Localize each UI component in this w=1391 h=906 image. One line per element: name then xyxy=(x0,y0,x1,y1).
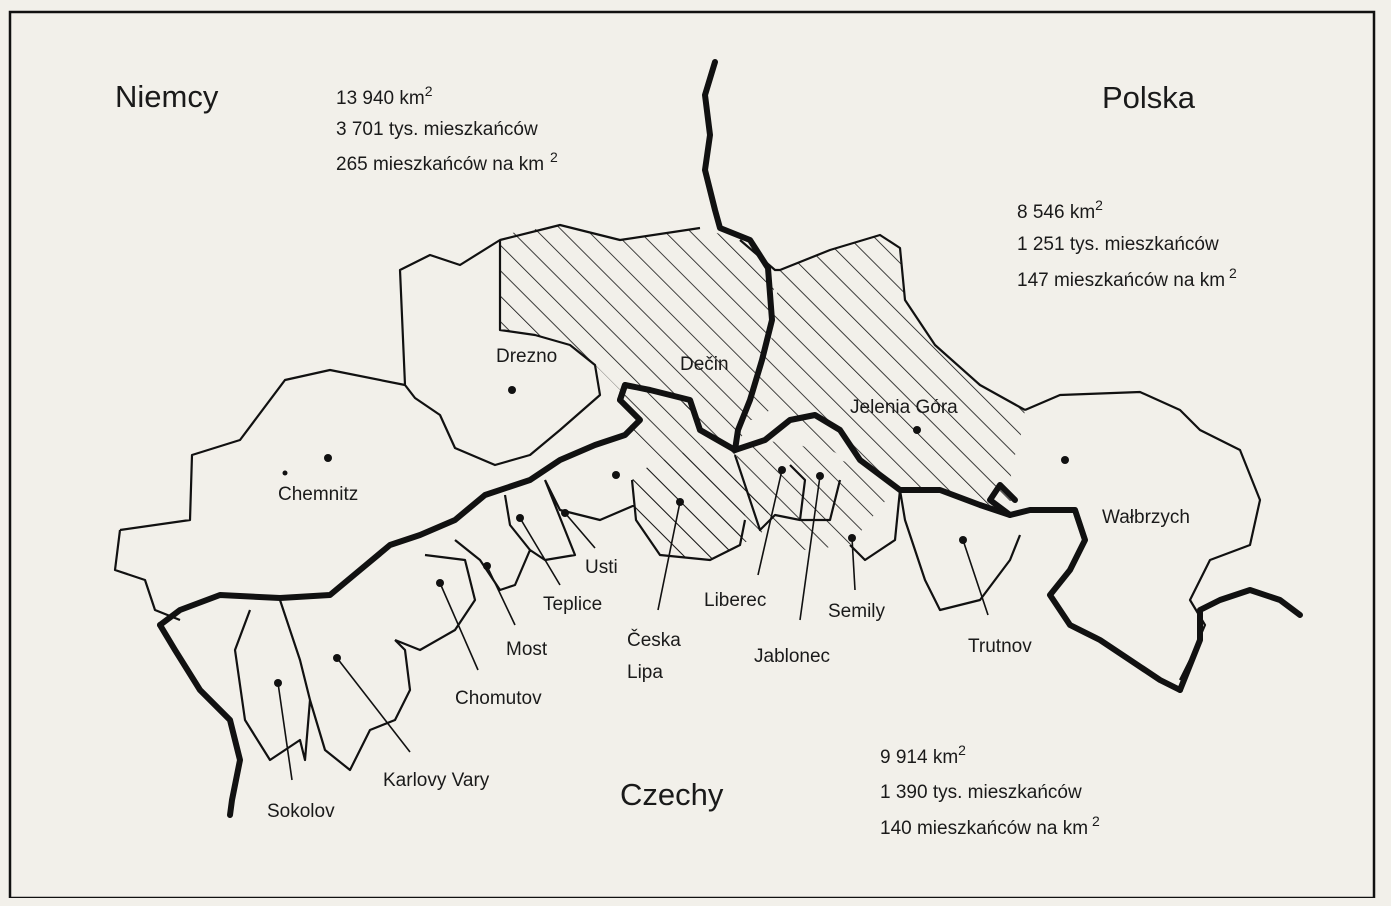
germany-density-sup: 2 xyxy=(550,149,558,165)
dot-drezno xyxy=(508,386,516,394)
label-liberec: Liberec xyxy=(704,590,766,611)
czech-density-sup: 2 xyxy=(1092,813,1100,829)
label-usti: Usti xyxy=(585,557,618,578)
dot-walbrzych xyxy=(1061,456,1069,464)
svg-text:13 940 km2: 13 940 km2 xyxy=(336,83,433,109)
germany-population: 3 701 tys. mieszkańców xyxy=(336,119,538,140)
germany-area-sup: 2 xyxy=(425,83,433,99)
czech-density: 140 mieszkańców na km xyxy=(880,818,1088,839)
label-most: Most xyxy=(506,639,548,660)
label-karlovy-vary: Karlovy Vary xyxy=(383,770,490,791)
label-trutnov: Trutnov xyxy=(968,636,1032,657)
label-sokolov: Sokolov xyxy=(267,801,335,822)
label-teplice: Teplice xyxy=(543,594,602,615)
czech-area: 9 914 km xyxy=(880,747,958,768)
czech-area-sup: 2 xyxy=(958,742,966,758)
border-river-elbe xyxy=(702,59,775,453)
svg-text:265 mieszkańców na km2: 265 mieszkańców na km 2 xyxy=(336,149,558,175)
dot-chemnitz-small xyxy=(282,470,288,476)
map-frame: Niemcy Polska Czechy 13 940 km2 3 701 ty… xyxy=(8,8,1376,900)
hatched-region-east xyxy=(735,235,1025,550)
label-chomutov: Chomutov xyxy=(455,688,542,709)
label-walbrzych: Wałbrzych xyxy=(1102,507,1190,528)
leader-lines xyxy=(277,469,989,781)
svg-text:147 mieszkańców na km2: 147 mieszkańców na km2 xyxy=(1017,265,1237,291)
dot-decin xyxy=(612,471,620,479)
svg-text:140 mieszkańców na km2: 140 mieszkańców na km2 xyxy=(880,813,1100,839)
label-germany: Niemcy xyxy=(115,79,219,114)
label-lipa: Lipa xyxy=(627,662,663,683)
poland-density: 147 mieszkańców na km xyxy=(1017,270,1225,291)
svg-text:8 546 km2: 8 546 km2 xyxy=(1017,197,1103,223)
poland-density-sup: 2 xyxy=(1229,265,1237,281)
label-jelenia-gora: Jelenia Góra xyxy=(850,397,958,418)
germany-area: 13 940 km xyxy=(336,88,425,109)
dot-jelenia xyxy=(913,426,921,434)
dot-chemnitz xyxy=(324,454,332,462)
label-jablonec: Jablonec xyxy=(754,646,830,667)
border-west-czech xyxy=(157,622,243,818)
czech-population: 1 390 tys. mieszkańców xyxy=(880,782,1082,803)
poland-area: 8 546 km xyxy=(1017,202,1095,223)
label-drezno: Drezno xyxy=(496,346,557,367)
hatched-region-center xyxy=(615,385,770,560)
label-decin: Dečin xyxy=(680,354,729,375)
label-poland: Polska xyxy=(1102,80,1196,115)
border-neisse xyxy=(617,382,1018,518)
map-svg: Niemcy Polska Czechy 13 940 km2 3 701 ty… xyxy=(8,10,1376,900)
poland-population: 1 251 tys. mieszkańców xyxy=(1017,234,1219,255)
label-chemnitz: Chemnitz xyxy=(278,484,358,505)
label-semily: Semily xyxy=(828,601,886,622)
label-czech: Czechy xyxy=(620,777,724,812)
svg-text:9 914 km2: 9 914 km2 xyxy=(880,742,966,768)
border-germany-czech xyxy=(157,382,1183,693)
germany-density: 265 mieszkańców na km xyxy=(336,154,544,175)
poland-area-sup: 2 xyxy=(1095,197,1103,213)
stats-germany: 13 940 km2 3 701 tys. mieszkańców 265 mi… xyxy=(336,83,558,175)
stats-poland: 8 546 km2 1 251 tys. mieszkańców 147 mie… xyxy=(1017,197,1237,291)
label-ceska: Česka xyxy=(627,629,681,651)
region-borders xyxy=(113,223,1262,772)
stats-czech: 9 914 km2 1 390 tys. mieszkańców 140 mie… xyxy=(880,742,1100,839)
border-poland-czech-south xyxy=(1177,587,1303,693)
